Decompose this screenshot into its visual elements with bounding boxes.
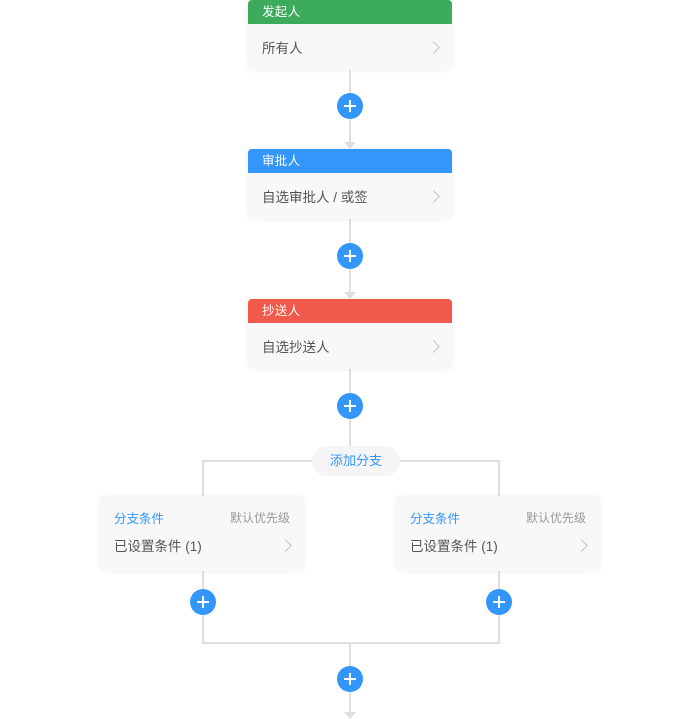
add-node-button-branch-right[interactable] xyxy=(486,589,512,615)
branch-right-priority: 默认优先级 xyxy=(525,511,586,525)
chevron-right-icon xyxy=(575,538,588,552)
add-node-button-after-cc[interactable] xyxy=(337,393,363,419)
node-cc-value: 自选抄送人 xyxy=(262,340,330,355)
branch-rail-bottom xyxy=(202,642,500,644)
arrow-head-approver xyxy=(344,142,356,149)
connector-plus2-to-cc xyxy=(349,269,351,293)
branch-right-head: 分支条件 默认优先级 xyxy=(396,496,600,529)
connector-merge-to-plus-bottom xyxy=(349,642,351,666)
chevron-right-icon xyxy=(427,189,440,203)
node-initiator[interactable]: 发起人 所有人 xyxy=(248,0,452,70)
branch-right-condition: 已设置条件 (1) xyxy=(410,539,498,554)
branch-left-body[interactable]: 已设置条件 (1) xyxy=(100,529,304,571)
connector-cc-to-plus3 xyxy=(349,369,351,393)
arrow-head-bottom xyxy=(344,712,356,719)
node-approver[interactable]: 审批人 自选审批人 / 或签 xyxy=(248,149,452,219)
branch-left-head: 分支条件 默认优先级 xyxy=(100,496,304,529)
chevron-right-icon xyxy=(279,538,292,552)
connector-plus3-to-branch-rail xyxy=(349,419,351,461)
node-approver-header: 审批人 xyxy=(248,149,452,173)
connector-approver-to-plus2 xyxy=(349,219,351,243)
branch-card-right[interactable]: 分支条件 默认优先级 已设置条件 (1) xyxy=(396,496,600,571)
node-initiator-header: 发起人 xyxy=(248,0,452,24)
add-node-button-after-approver[interactable] xyxy=(337,243,363,269)
chevron-right-icon xyxy=(427,40,440,54)
branch-left-title: 分支条件 xyxy=(114,512,165,526)
branch-card-left[interactable]: 分支条件 默认优先级 已设置条件 (1) xyxy=(100,496,304,571)
node-cc-body[interactable]: 自选抄送人 xyxy=(248,323,452,369)
add-node-button-after-initiator[interactable] xyxy=(337,93,363,119)
chevron-right-icon xyxy=(427,339,440,353)
node-approver-body[interactable]: 自选审批人 / 或签 xyxy=(248,173,452,219)
connector-plus1-to-approver xyxy=(349,119,351,143)
branch-right-body[interactable]: 已设置条件 (1) xyxy=(396,529,600,571)
add-node-button-branch-left[interactable] xyxy=(190,589,216,615)
branch-left-condition: 已设置条件 (1) xyxy=(114,539,202,554)
node-cc[interactable]: 抄送人 自选抄送人 xyxy=(248,299,452,369)
connector-plus-bottom-to-next xyxy=(349,692,351,713)
arrow-head-cc xyxy=(344,292,356,299)
node-initiator-value: 所有人 xyxy=(262,41,303,56)
branch-right-title: 分支条件 xyxy=(410,512,461,526)
add-node-button-after-branches[interactable] xyxy=(337,666,363,692)
connector-initiator-to-plus1 xyxy=(349,70,351,93)
add-branch-button[interactable]: 添加分支 xyxy=(312,446,401,476)
node-cc-header: 抄送人 xyxy=(248,299,452,323)
node-initiator-body[interactable]: 所有人 xyxy=(248,24,452,70)
node-approver-value: 自选审批人 / 或签 xyxy=(262,190,368,205)
branch-left-priority: 默认优先级 xyxy=(229,511,290,525)
